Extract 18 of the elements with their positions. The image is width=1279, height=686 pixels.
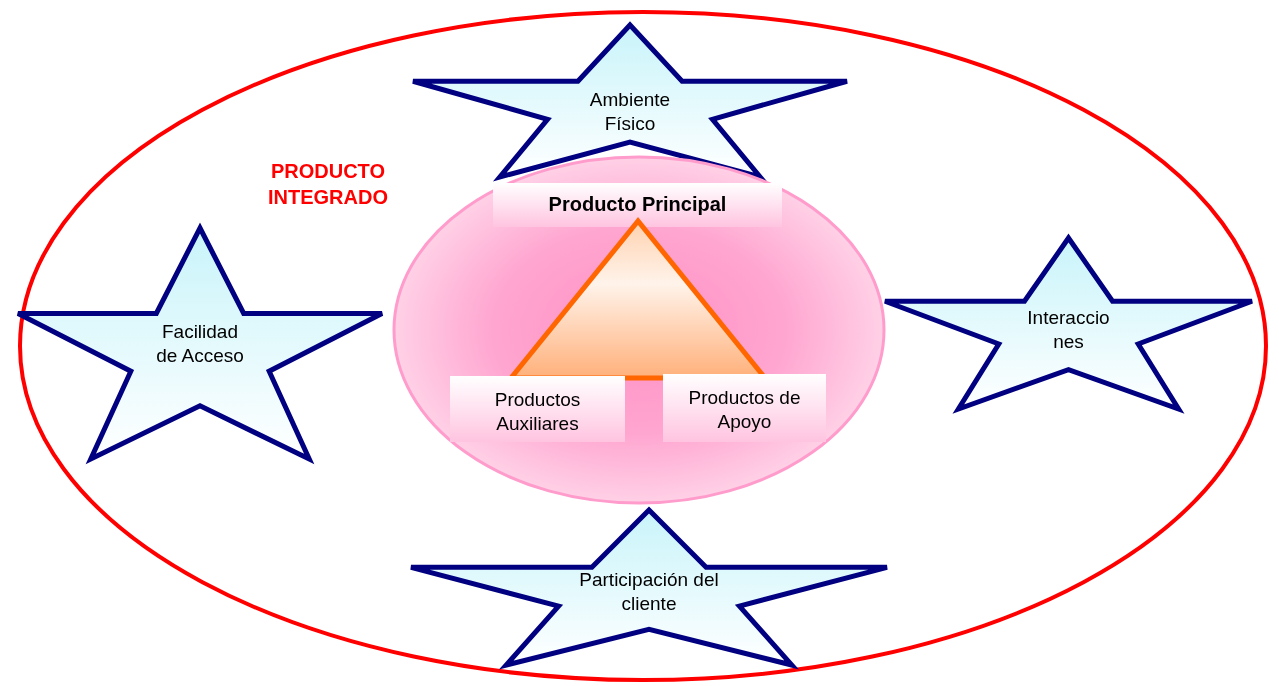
inner-ellipse (392, 155, 886, 505)
corner-label: Productos de Apoyo (687, 386, 802, 434)
star-label: Ambiente Físico (588, 88, 672, 137)
label-band (450, 376, 625, 442)
star-shape (408, 507, 890, 668)
corner-label: Productos Auxiliares (493, 388, 582, 436)
star-shape (882, 235, 1255, 412)
star-label: Participación del cliente (579, 568, 719, 617)
star-label: Interaccio nes (1026, 305, 1111, 354)
heading-text: PRODUCTO INTEGRADO (267, 159, 389, 210)
star-label: Facilidad de Acceso (155, 319, 245, 368)
title-band (493, 183, 782, 227)
label-band (663, 374, 826, 442)
star-shape (410, 22, 850, 180)
star-shape (15, 225, 385, 462)
triangle-shape (508, 218, 768, 380)
title-label: Producto Principal (547, 192, 728, 216)
outer-ellipse (18, 10, 1268, 682)
